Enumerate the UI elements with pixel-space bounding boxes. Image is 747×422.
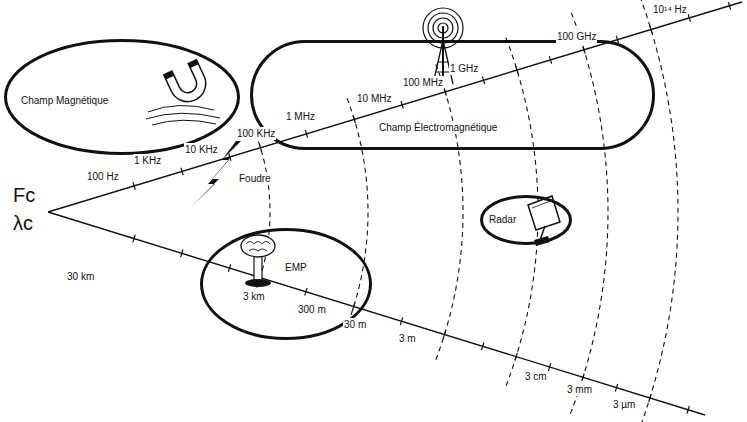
ellipse-outline	[482, 197, 571, 244]
scale-label: 1 MHz	[285, 110, 316, 123]
source-ellipse: Radar	[480, 195, 572, 245]
field-band: Champ Électromagnétique	[250, 40, 655, 150]
frequency-axis	[48, 2, 742, 212]
wavelength-axis	[48, 212, 705, 415]
wavelength-arc	[570, 13, 608, 415]
axis-symbol: λc	[12, 212, 34, 235]
axis-ticks	[133, 2, 731, 414]
tower-bar	[436, 72, 450, 73]
band-outline	[252, 42, 654, 149]
wavelength-arc	[435, 64, 463, 362]
scale-label: 3 km	[242, 290, 266, 303]
scale-label: 30 m	[343, 318, 367, 331]
magnet-pole	[188, 60, 198, 68]
scale-label: 10¹⁴ Hz	[652, 3, 688, 16]
node-label: EMP	[284, 262, 308, 274]
scale-label: 10 MHz	[356, 92, 392, 105]
scale-label: 100 MHz	[402, 76, 444, 89]
cloud-texture	[246, 242, 270, 252]
field-line	[148, 105, 214, 112]
scale-label: 100 KHz	[236, 127, 276, 140]
mushroom-cloud	[241, 235, 275, 287]
scale-label: 1 GHz	[449, 62, 479, 75]
scale-label: 3 mm	[566, 383, 593, 396]
scale-label: 3 µm	[612, 398, 636, 411]
cloud-cap	[241, 235, 275, 257]
magnet-pole	[164, 71, 174, 79]
magnet-icon	[164, 60, 212, 108]
scale-label: 10 KHz	[184, 143, 219, 156]
wavelength-arc	[346, 98, 368, 327]
magnet-body	[164, 60, 212, 108]
scale-label: 100 Hz	[86, 170, 120, 183]
scale-label: 300 m	[297, 303, 327, 316]
tower-bar	[438, 62, 448, 63]
field-ellipse: Champ Magnétique	[4, 39, 240, 155]
dashed-arcs	[255, 0, 678, 422]
cloud-base	[245, 279, 271, 287]
ellipse-outline	[202, 230, 371, 339]
scale-label: 30 km	[66, 270, 95, 283]
node-label: Radar	[488, 214, 517, 226]
scale-label: 100 GHz	[556, 30, 597, 43]
node-label: Champ Électromagnétique	[378, 122, 498, 134]
axis-symbol: Fc	[12, 184, 36, 207]
ellipse-outline	[6, 41, 239, 154]
node-label: Champ Magnétique	[20, 95, 109, 107]
scale-label: Foudre	[238, 172, 272, 185]
scale-label: 3 m	[398, 332, 417, 345]
field-line	[152, 120, 216, 125]
scale-label: 1 KHz	[133, 154, 162, 167]
field-line	[146, 113, 220, 119]
scale-label: 3 cm	[524, 370, 548, 383]
